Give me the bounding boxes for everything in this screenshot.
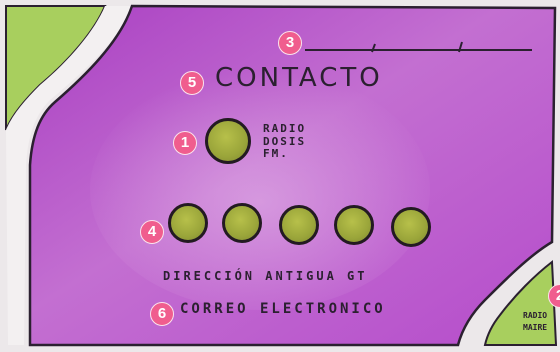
green-area-bottom-right — [483, 260, 558, 346]
social-icon[interactable] — [334, 205, 374, 245]
badge-number: 3 — [278, 31, 302, 55]
badge-number: 6 — [150, 302, 174, 326]
radio-name-label: RADIO DOSIS FM. — [263, 122, 307, 161]
address-text: DIRECCIÓN ANTIGUA GT — [163, 269, 368, 283]
page-title: CONTACTO — [215, 63, 383, 93]
social-icon[interactable] — [168, 203, 208, 243]
badge-number: 5 — [180, 71, 204, 95]
badge-number: 4 — [140, 220, 164, 244]
badge-number: 1 — [173, 131, 197, 155]
social-icon[interactable] — [279, 205, 319, 245]
radio-logo-circle[interactable] — [205, 118, 251, 164]
social-icon[interactable] — [391, 207, 431, 247]
social-icon[interactable] — [222, 203, 262, 243]
email-link[interactable]: CORREO ELECTRONICO — [180, 301, 386, 317]
corner-radio-label: RADIO MAIRE — [523, 311, 548, 332]
